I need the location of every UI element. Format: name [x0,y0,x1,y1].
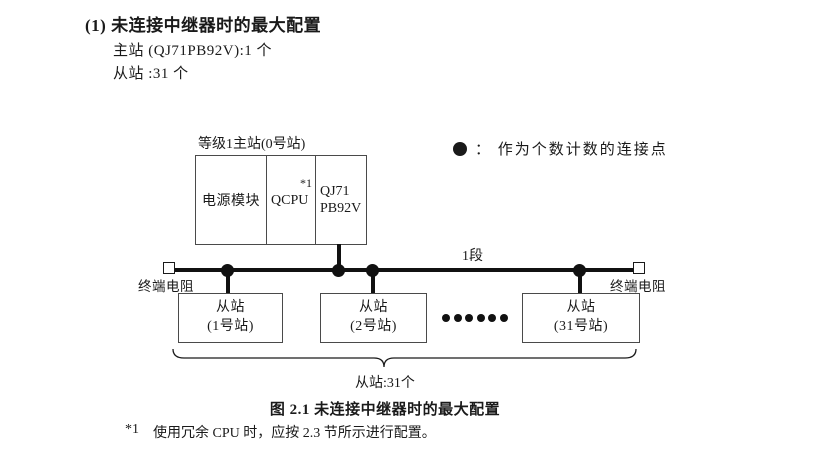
slave-count-line: 从站 :31 个 [113,66,189,82]
connection-point-dot [221,263,234,277]
slave2-name: 从站 [359,300,388,316]
power-module-cell: 电源模块 [202,194,260,209]
slave-station-box-1: 从站 (1号站) [178,293,283,343]
segment-label: 1段 [462,249,483,264]
connection-point-dot [573,263,586,277]
slave-range-brace [172,348,637,368]
terminating-resistor-left-label: 终端电阻 [138,279,194,294]
slave-station-box-31: 从站 (31号站) [522,293,640,343]
slave1-drop-line [226,270,230,294]
footnote-marker: *1 [125,422,139,437]
terminating-resistor-left-icon [163,262,175,274]
footnote: *1 使用冗余 CPU 时，应按 2.3 节所示进行配置。 [125,422,436,442]
connection-point-dot [366,263,379,277]
slave1-name: 从站 [216,300,245,316]
master-station-label: 等级1主站(0号站) [198,137,306,152]
footnote-text: 使用冗余 CPU 时，应按 2.3 节所示进行配置。 [153,426,436,441]
slave2-station: (2号站) [350,319,397,334]
pb92v-label-line2: PB92V [320,201,362,216]
section-heading: (1) 未连接中继器时的最大配置 [85,16,322,35]
slave2-drop-line [371,270,375,294]
bus-line [174,268,636,272]
figure-caption: 图 2.1 未连接中继器时的最大配置 [269,402,501,418]
slave31-drop-line [578,270,582,294]
slave1-station: (1号站) [207,319,254,334]
master-drop-line [337,244,341,270]
qcpu-label: QCPU [271,193,309,208]
terminating-resistor-right-label: 终端电阻 [610,279,666,294]
connection-point-dot [332,263,345,277]
qcpu-cell: *1 QCPU [266,156,315,244]
brace-label: 从站:31个 [355,376,415,391]
slave31-station: (31号站) [553,319,609,334]
footnote-ref-mark: *1 [300,176,312,190]
terminating-resistor-right-icon [633,262,645,274]
master-station-box: 电源模块 *1 QCPU QJ71 PB92V [195,155,367,245]
slave-station-box-2: 从站 (2号站) [320,293,427,343]
pb92v-label-line1: QJ71 [320,183,350,199]
slave31-name: 从站 [566,300,596,316]
pb92v-cell: QJ71 PB92V [315,156,365,244]
master-count-line: 主站 (QJ71PB92V):1 个 [113,43,273,59]
connection-point-icon [453,141,467,156]
legend: ： 作为个数计数的连接点 [453,138,668,159]
legend-text: ： 作为个数计数的连接点 [475,142,668,158]
ellipsis-dots [442,314,508,322]
